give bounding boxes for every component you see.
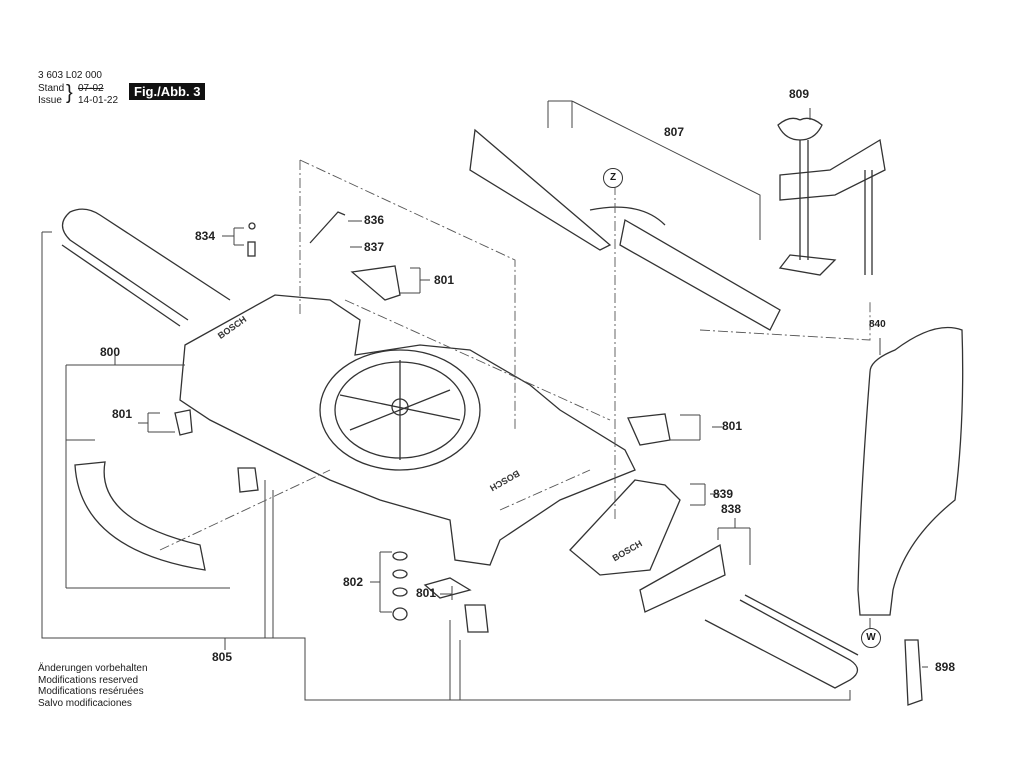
label-898: 898 [935,660,956,674]
brand-mark-center: BOSCH [488,468,521,493]
label-801-top: 801 [434,273,455,287]
label-805: 805 [212,650,233,664]
turntable [319,349,481,471]
handle-left [61,208,231,321]
stand-label: Stand [38,83,65,94]
brace: } [66,82,73,104]
base-frame [179,294,636,566]
footer-line-es: Salvo modificaciones [38,697,132,709]
label-800: 800 [100,345,121,359]
label-807: 807 [664,125,685,139]
label-802: 802 [343,575,364,589]
label-840: 840 [869,319,886,330]
label-801-left: 801 [112,407,133,421]
label-834: 834 [195,229,216,243]
label-801-right: 801 [722,419,743,433]
blade-guard [74,461,206,571]
footer-line-fr: Modifications reséruées [38,686,144,697]
brand-mark-extension: BOSCH [611,538,644,563]
footer-line-de: Änderungen vorbehalten [38,663,148,674]
extension-table [569,479,681,576]
clamp [779,138,886,201]
fence-right [619,218,781,331]
label-836: 836 [364,213,385,227]
label-838: 838 [721,502,742,516]
label-801-bottom: 801 [416,586,437,600]
label-837: 837 [364,240,385,254]
handle-right [704,599,859,689]
marker-w: W [861,628,881,648]
footer-notes: Änderungen vorbehalten Modifications res… [38,663,148,709]
label-839: 839 [713,487,734,501]
stand-date: 07-02 [78,83,104,94]
part-number: 3 603 L02 000 [38,70,102,81]
footer-line-en: Modifications reserved [38,674,139,686]
marker-z: Z [603,168,623,188]
dust-bag [857,326,964,616]
extension-rail [639,543,726,613]
issue-label: Issue [38,95,62,106]
figure-label: Fig./Abb. 3 [129,83,206,100]
fence-left [469,128,612,251]
grease-tube [904,639,923,706]
label-809: 809 [789,87,810,101]
issue-date: 14-01-22 [78,95,119,106]
